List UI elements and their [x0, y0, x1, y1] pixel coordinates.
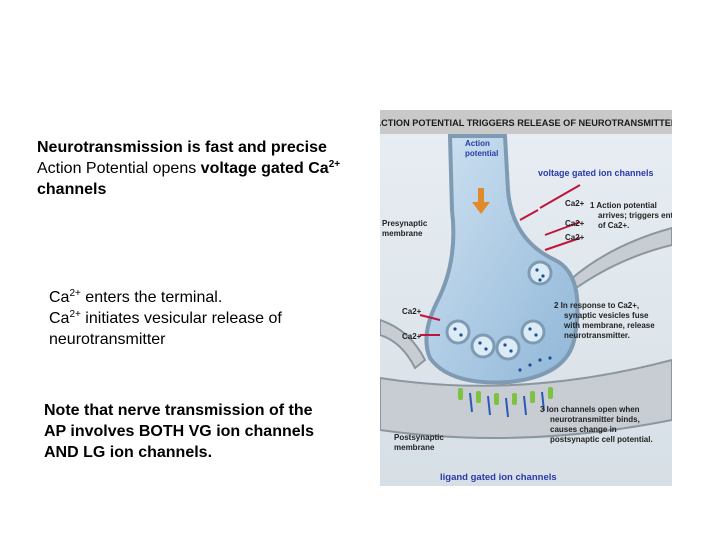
- calcium-enter-line: Ca2+ enters the terminal.: [49, 287, 369, 308]
- init-sup: 2+: [69, 309, 81, 320]
- action-label-1: Action: [465, 139, 490, 148]
- neurotransmitter-dots: [453, 268, 552, 372]
- note-line-2: AP involves BOTH VG ion channels: [44, 423, 314, 440]
- init-ca: Ca: [49, 310, 70, 327]
- vesicle-5: [520, 319, 546, 345]
- ligand-gated-receptors: [458, 387, 553, 405]
- ligand-gated-label: ligand gated ion channels: [440, 472, 557, 483]
- enter-rest: enters the terminal.: [80, 289, 223, 306]
- intro-block: Neurotransmission is fast and precise Ac…: [37, 137, 382, 200]
- figure-header: ACTION POTENTIAL TRIGGERS RELEASE OF NEU…: [380, 118, 672, 128]
- step2-line-2: synaptic vesicles fuse: [564, 311, 649, 320]
- ca-label-5: Ca2+: [402, 332, 422, 341]
- calcium-init-line: Ca2+ initiates vesicular release of: [49, 308, 369, 329]
- step3-line-1: 3 Ion channels open when: [540, 405, 640, 414]
- ca-label-3: Ca2+: [565, 233, 585, 242]
- postsynaptic-membrane-shape: [380, 358, 672, 439]
- enter-ca: Ca: [49, 289, 70, 306]
- ca-label-2: Ca2+: [565, 219, 585, 228]
- step3-line-3: causes change in: [550, 425, 617, 434]
- ion-flow-arrows: [469, 391, 545, 418]
- calcium-init-line-2: neurotransmitter: [49, 331, 166, 348]
- slide-title: Neurotransmission is fast and precise: [37, 139, 327, 156]
- step2-line-1: 2 In response to Ca2+,: [554, 301, 639, 310]
- synaptic-vesicles: [445, 260, 553, 361]
- intro-prefix: Action Potential opens: [37, 160, 201, 177]
- vesicle-3: [470, 333, 496, 359]
- calcium-block: Ca2+ enters the terminal. Ca2+ initiates…: [49, 287, 369, 350]
- step2-line-3: with membrane, release: [563, 321, 655, 330]
- note-line-1: Note that nerve transmission of the: [44, 402, 313, 419]
- voltage-gated-label: voltage gated ion channels: [538, 168, 654, 178]
- action-potential-arrow: [472, 188, 490, 214]
- calcium-entry-arrows: [419, 184, 581, 336]
- step3-line-2: neurotransmitter binds,: [550, 415, 640, 424]
- step1-line-2: arrives; triggers entry: [598, 211, 672, 220]
- ca-label-4: Ca2+: [402, 307, 422, 316]
- action-label-2: potential: [465, 149, 498, 158]
- ca-arrow-1: [519, 209, 539, 221]
- step1-line-3: of Ca2+.: [598, 221, 629, 230]
- synapse-diagram: ACTION POTENTIAL TRIGGERS RELEASE OF NEU…: [380, 110, 672, 486]
- intro-bold: voltage gated Ca: [200, 160, 329, 177]
- ca-arrow-4: [544, 237, 581, 251]
- ca-arrow-5: [419, 314, 441, 321]
- synapse-figure: ACTION POTENTIAL TRIGGERS RELEASE OF NEU…: [380, 110, 672, 486]
- intro-line-2: channels: [37, 181, 107, 198]
- postsynaptic-label-1: Postsynaptic: [394, 433, 444, 442]
- step2-line-4: neurotransmitter.: [564, 331, 630, 340]
- presynaptic-label-2: membrane: [382, 229, 423, 238]
- vesicle-2: [445, 319, 471, 345]
- vesicle-4: [495, 335, 521, 361]
- vesicle-1: [527, 260, 553, 286]
- ca-arrow-2: [539, 184, 581, 209]
- enter-sup: 2+: [69, 288, 81, 299]
- step3-line-4: postsynaptic cell potential.: [550, 435, 653, 444]
- ca-label-1: Ca2+: [565, 199, 585, 208]
- note-block: Note that nerve transmission of the AP i…: [44, 400, 364, 463]
- postsynaptic-label-2: membrane: [394, 443, 435, 452]
- presynaptic-label-1: Presynaptic: [382, 219, 428, 228]
- step1-line-1: 1 Action potential: [590, 201, 657, 210]
- note-line-3: AND LG ion channels.: [44, 444, 213, 461]
- ca-arrow-3: [544, 221, 581, 236]
- figure-header-bar: [380, 110, 672, 134]
- intro-line: Action Potential opens voltage gated Ca2…: [37, 158, 382, 179]
- presynaptic-terminal: [424, 134, 580, 385]
- intro-sup: 2+: [328, 159, 341, 170]
- left-membrane: [380, 318, 427, 370]
- init-rest: initiates vesicular release of: [80, 310, 282, 327]
